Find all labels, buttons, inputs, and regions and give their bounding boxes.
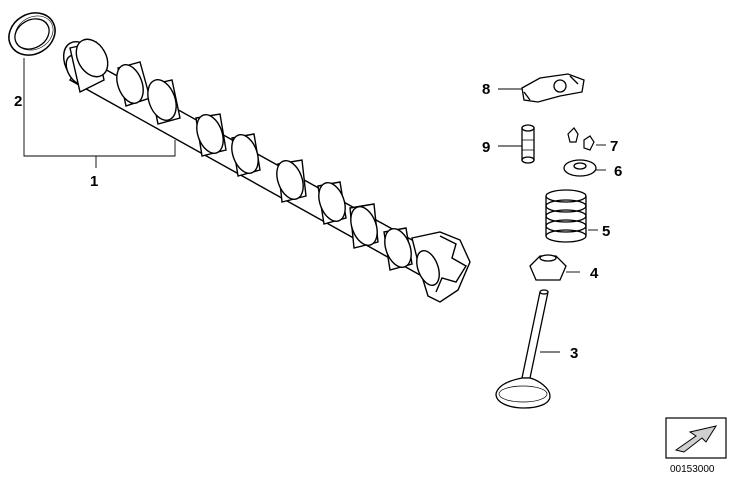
callout-2[interactable]: 2 bbox=[14, 93, 22, 110]
roller-rocker-arm-icon[interactable] bbox=[521, 73, 585, 103]
callout-4[interactable]: 4 bbox=[590, 265, 599, 282]
valve-icon[interactable] bbox=[495, 289, 551, 409]
catalog-number: 00153000 bbox=[670, 464, 715, 475]
callout-9[interactable]: 9 bbox=[482, 139, 490, 156]
hydraulic-adjuster-icon[interactable] bbox=[521, 124, 535, 164]
leader-lines bbox=[23, 58, 606, 353]
spring-retainer-icon[interactable] bbox=[563, 159, 597, 177]
callout-5[interactable]: 5 bbox=[602, 223, 610, 240]
callout-7[interactable]: 7 bbox=[610, 138, 618, 155]
camshaft-icon[interactable] bbox=[56, 34, 471, 303]
callout-1[interactable]: 1 bbox=[90, 173, 98, 190]
callout-6[interactable]: 6 bbox=[614, 163, 622, 180]
sealing-ring-icon[interactable] bbox=[1, 5, 63, 64]
valve-stem-seal-icon[interactable] bbox=[529, 254, 567, 281]
valve-keeper-icon[interactable] bbox=[567, 127, 595, 151]
callout-8[interactable]: 8 bbox=[482, 81, 490, 98]
callout-3[interactable]: 3 bbox=[570, 345, 578, 362]
valve-spring-icon[interactable] bbox=[545, 189, 587, 243]
diagram-arrow-marker-icon bbox=[665, 417, 727, 459]
